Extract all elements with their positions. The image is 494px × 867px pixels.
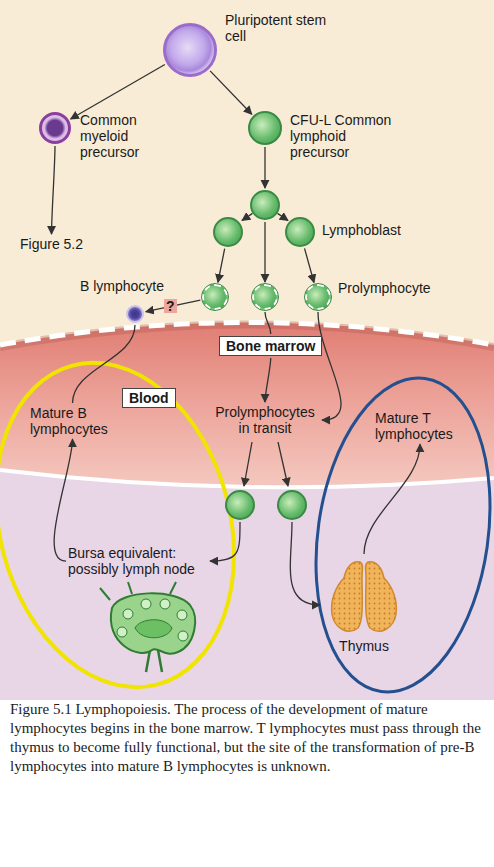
cell-symbol bbox=[250, 190, 280, 220]
cell-arrow bbox=[244, 442, 252, 486]
edge-label: ? bbox=[164, 299, 177, 313]
cell-symbol bbox=[305, 284, 331, 310]
connector-arrow bbox=[52, 146, 55, 234]
caption-ground bbox=[0, 700, 494, 867]
blood-band bbox=[0, 323, 494, 488]
connector-arrow bbox=[265, 358, 271, 402]
connector-arrow bbox=[364, 444, 420, 554]
highlight-ellipse bbox=[297, 367, 494, 704]
prolymphocyte-group: Prolymphocyte bbox=[338, 280, 431, 296]
figure-reference: Figure 5.2 bbox=[20, 236, 83, 252]
region-label: Bone marrow bbox=[219, 336, 322, 356]
node-text: Prolymphocyte bbox=[338, 280, 431, 296]
connector-arrow bbox=[210, 71, 252, 114]
myeloid-cell: Common myeloid precursor bbox=[80, 112, 170, 160]
node-text: Blood bbox=[129, 390, 169, 406]
node-text: Lymphoblast bbox=[322, 222, 401, 238]
thymus-illustration bbox=[322, 556, 406, 638]
organ-label: Bursa equivalent: possibly lymph node bbox=[68, 545, 208, 577]
node-text: Bone marrow bbox=[226, 338, 315, 354]
connector-arrow bbox=[71, 65, 165, 119]
cell-symbol bbox=[252, 284, 278, 310]
lymphoblast-group: Lymphoblast bbox=[322, 222, 401, 238]
node-text: Mature T lymphocytes bbox=[375, 410, 465, 442]
cell-label: Mature T lymphocytes bbox=[375, 410, 465, 442]
highlight-ellipse bbox=[0, 336, 269, 714]
connector-arrow bbox=[218, 249, 225, 283]
cell-symbol bbox=[163, 23, 217, 77]
cell-arrow bbox=[278, 213, 289, 220]
connector-arrow bbox=[54, 439, 72, 561]
node-text: Common myeloid precursor bbox=[80, 112, 170, 160]
node-text: Prolymphocytes in transit bbox=[210, 404, 320, 436]
node-text: B lymphocyte bbox=[80, 278, 180, 294]
region-label: Blood bbox=[122, 388, 176, 408]
cell-arrow bbox=[278, 442, 288, 486]
connector-arrow bbox=[318, 312, 341, 420]
node-text: Bursa equivalent: possibly lymph node bbox=[68, 545, 208, 577]
cell-symbol bbox=[285, 217, 315, 247]
node-text: Pluripotent stem cell bbox=[225, 12, 337, 44]
connector-arrow bbox=[265, 312, 271, 334]
cell-symbol bbox=[248, 111, 282, 145]
connector-arrow bbox=[290, 522, 320, 605]
transit-group: Prolymphocytes in transit bbox=[210, 404, 320, 436]
node-text: Figure 5.2 bbox=[20, 236, 83, 252]
connector-arrow bbox=[305, 248, 314, 282]
connector-arrow bbox=[264, 222, 265, 282]
stem-cell: Pluripotent stem cell bbox=[225, 12, 337, 44]
cell-symbol bbox=[126, 305, 144, 323]
b-lymphocyte-cell: B lymphocyte bbox=[80, 278, 180, 294]
lymphoid-cell: CFU-L Common lymphoid precursor bbox=[290, 112, 394, 160]
thymus-organ: Thymus bbox=[322, 556, 406, 654]
connector-arrow bbox=[210, 522, 240, 561]
node-text: Thymus bbox=[322, 638, 406, 654]
cell-symbol bbox=[39, 112, 71, 144]
node-text: Mature B lymphocytes bbox=[30, 405, 115, 437]
cell-symbol bbox=[277, 490, 307, 520]
cell-symbol bbox=[225, 490, 255, 520]
node-text: CFU-L Common lymphoid precursor bbox=[290, 112, 394, 160]
lymph-node bbox=[100, 582, 195, 672]
cell-arrow bbox=[242, 213, 253, 220]
connector-arrow bbox=[264, 147, 265, 188]
figure-caption: Figure 5.1 Lymphopoiesis. The process of… bbox=[10, 700, 484, 776]
cell-label: Mature B lymphocytes bbox=[30, 405, 115, 437]
marrow-space bbox=[0, 0, 494, 700]
cell-symbol bbox=[202, 284, 228, 310]
cell-symbol bbox=[213, 217, 243, 247]
